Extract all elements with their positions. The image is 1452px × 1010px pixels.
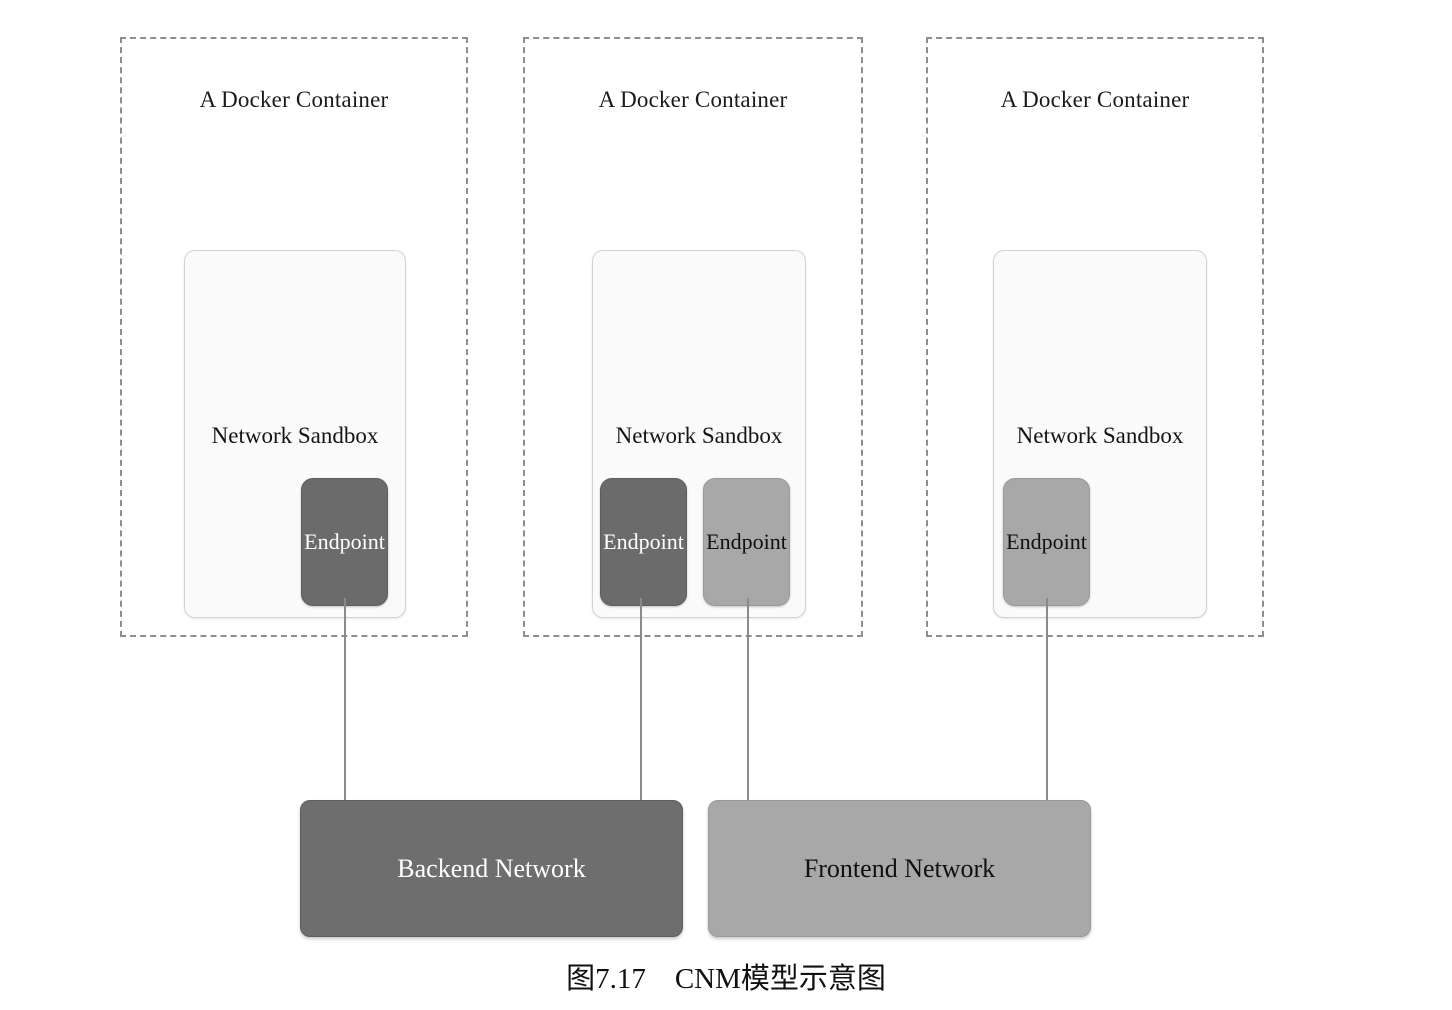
connector-endpoint-3a-frontend [1046,598,1048,803]
frontend-network-bar[interactable]: Frontend Network [708,800,1091,937]
figure-caption: 图7.17 CNM模型示意图 [566,963,886,995]
endpoint-2a[interactable]: Endpoint [600,478,687,606]
network-sandbox-label: Network Sandbox [615,423,783,448]
endpoint-2b[interactable]: Endpoint [703,478,790,606]
frontend-network-label: Frontend Network [803,853,996,883]
connector-endpoint-2a-backend [640,598,642,803]
endpoint-label: Endpoint [706,529,787,554]
container-title: A Docker Container [598,87,788,112]
container-title: A Docker Container [199,87,389,112]
endpoint-label: Endpoint [603,529,684,554]
network-sandbox-1: Network Sandbox [184,250,406,618]
backend-network-bar[interactable]: Backend Network [300,800,683,937]
connector-endpoint-1a-backend [344,598,346,803]
network-sandbox-label: Network Sandbox [1016,423,1184,448]
endpoint-label: Endpoint [1006,529,1087,554]
endpoint-label: Endpoint [304,529,385,554]
endpoint-3a[interactable]: Endpoint [1003,478,1090,606]
endpoint-1a[interactable]: Endpoint [301,478,388,606]
connector-endpoint-2b-frontend [747,598,749,803]
docker-container-3: A Docker Container [926,37,1264,637]
backend-network-label: Backend Network [397,853,586,883]
docker-container-1: A Docker Container [120,37,468,637]
docker-container-2: A Docker Container [523,37,863,637]
container-title: A Docker Container [1000,87,1190,112]
network-sandbox-label: Network Sandbox [211,423,379,448]
